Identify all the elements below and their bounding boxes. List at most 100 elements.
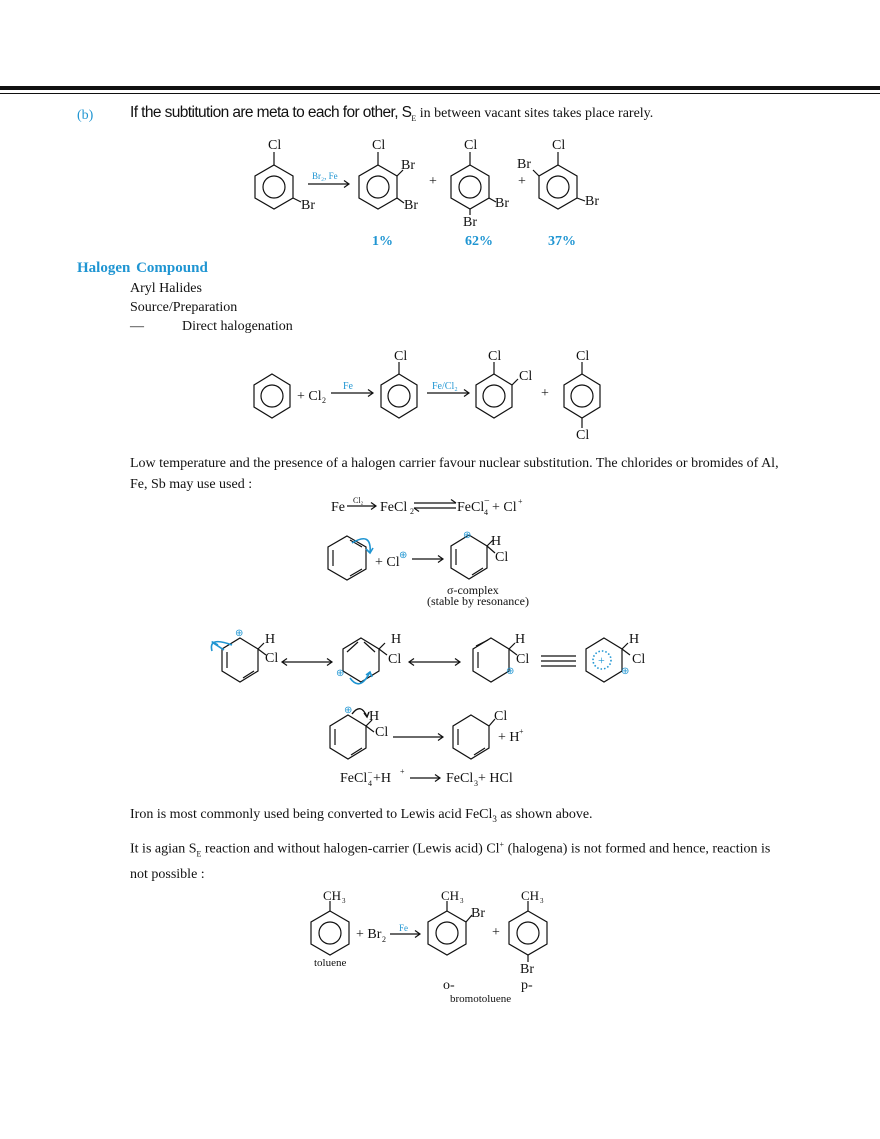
svg-text:−: − (484, 496, 490, 507)
svg-text:2: 2 (410, 507, 414, 516)
svg-text:Cl: Cl (552, 138, 565, 153)
svg-text:Fe: Fe (331, 500, 345, 515)
benzene-ring (427, 910, 467, 956)
svg-text:Cl: Cl (388, 652, 401, 667)
svg-text:+: + (492, 925, 500, 940)
benzene-ring (538, 164, 578, 210)
svg-text:Br: Br (517, 157, 531, 172)
svg-text:Br: Br (404, 198, 418, 213)
svg-text:⊕: ⊕ (235, 628, 243, 639)
svg-text:3: 3 (342, 897, 346, 905)
svg-text:o-: o- (443, 978, 455, 993)
svg-text:(stable by resonance): (stable by resonance) (427, 594, 529, 608)
svg-text:3: 3 (474, 779, 478, 788)
svg-text:Cl: Cl (494, 709, 507, 724)
benzene-ring (475, 373, 513, 419)
svg-text:CH: CH (521, 888, 539, 903)
svg-text:3: 3 (460, 897, 464, 905)
svg-text:+ Cl: + Cl (492, 500, 517, 515)
svg-text:Cl: Cl (372, 138, 385, 153)
svg-text:Cl: Cl (519, 369, 532, 384)
svg-text:⊕: ⊕ (399, 550, 407, 561)
svg-text:Fe/Cl₂: Fe/Cl₂ (432, 381, 458, 392)
svg-text:CH: CH (441, 888, 459, 903)
svg-text:H: H (515, 632, 525, 647)
benzene-ring (563, 373, 601, 419)
svg-text:4: 4 (484, 508, 488, 517)
subheading-source: Source/Preparation (130, 300, 238, 315)
paragraph-iron-lewis-acid: Iron is most commonly used being convert… (130, 807, 593, 824)
benzene-ring (254, 164, 294, 210)
svg-text:⊕: ⊕ (336, 668, 344, 679)
svg-text:H: H (369, 709, 379, 724)
svg-text:+: + (519, 727, 524, 736)
svg-text:⊕: ⊕ (506, 666, 514, 677)
svg-text:+: + (541, 386, 549, 401)
subheading-aryl-halides: Aryl Halides (130, 281, 202, 296)
svg-text:H: H (391, 632, 401, 647)
svg-text:+ H: + H (498, 730, 520, 745)
svg-text:3: 3 (540, 897, 544, 905)
svg-text:FeCl: FeCl (457, 500, 484, 515)
svg-text:1%: 1% (372, 234, 393, 249)
benzene-ring (380, 373, 418, 419)
paragraph-halogen-carrier: Low temperature and the presence of a ha… (130, 456, 779, 492)
svg-text:Cl: Cl (488, 349, 501, 364)
section-heading: Halogen Compound (77, 260, 208, 276)
section-b-text: If the subtitution are meta to each for … (130, 104, 654, 124)
svg-text:FeCl: FeCl (380, 500, 407, 515)
svg-text:Cl: Cl (632, 652, 645, 667)
svg-text:Br: Br (520, 962, 534, 977)
benzene-ring (358, 164, 398, 210)
svg-text:Cl: Cl (464, 138, 477, 153)
svg-text:⊕: ⊕ (344, 705, 352, 716)
svg-text:Cl: Cl (265, 651, 278, 666)
svg-text:Br₂, Fe: Br₂, Fe (312, 171, 338, 181)
svg-text:p-: p- (521, 978, 533, 993)
svg-text:⊕: ⊕ (621, 666, 629, 677)
header-rule-thin (0, 93, 880, 94)
svg-text:2: 2 (322, 396, 326, 405)
svg-text:Cl: Cl (375, 725, 388, 740)
svg-text:FeCl: FeCl (446, 771, 473, 786)
list-dash: — (130, 319, 144, 334)
svg-text:+: + (518, 174, 526, 189)
list-item-direct-halogenation: Direct halogenation (182, 319, 293, 334)
benzene-ring (310, 910, 350, 956)
svg-text:Cl: Cl (268, 138, 281, 153)
svg-text:H: H (491, 534, 501, 549)
svg-text:+: + (518, 497, 523, 506)
svg-text:FeCl: FeCl (340, 771, 367, 786)
svg-text:Cl: Cl (495, 550, 508, 565)
svg-text:+: + (400, 767, 405, 776)
svg-text:Cl₂: Cl₂ (353, 496, 364, 505)
svg-text:toluene: toluene (314, 957, 346, 969)
svg-text:Br: Br (463, 215, 477, 230)
svg-text:CH: CH (323, 888, 341, 903)
svg-text:37%: 37% (548, 234, 576, 249)
svg-text:+ Cl: + Cl (297, 389, 322, 404)
svg-text:Cl: Cl (576, 349, 589, 364)
svg-text:H: H (629, 632, 639, 647)
svg-text:Cl: Cl (394, 349, 407, 364)
svg-text:H: H (265, 632, 275, 647)
reaction-bromination-chlorobromobenzene: Br₂, Fe Cl Br Cl Br Br + Cl Br Br + Cl B… (254, 138, 599, 249)
item-marker-b: (b) (77, 108, 94, 123)
svg-text:Cl: Cl (576, 428, 589, 443)
benzene-ring (450, 164, 490, 210)
svg-text:Fe: Fe (343, 381, 354, 392)
paragraph-se-reaction: It is agian SE reaction and without halo… (130, 840, 771, 883)
svg-text:+: + (598, 653, 605, 667)
svg-text:Br: Br (495, 196, 509, 211)
svg-text:+ Br: + Br (356, 927, 382, 942)
cyclohexadienyl-ring (342, 637, 380, 683)
svg-text:2: 2 (382, 935, 386, 944)
svg-text:Br: Br (471, 906, 485, 921)
benzene-ring (253, 373, 291, 419)
svg-text:+ HCl: + HCl (478, 771, 513, 786)
svg-text:+ Cl: + Cl (375, 555, 400, 570)
benzene-ring (327, 535, 367, 581)
svg-text:+: + (429, 174, 437, 189)
